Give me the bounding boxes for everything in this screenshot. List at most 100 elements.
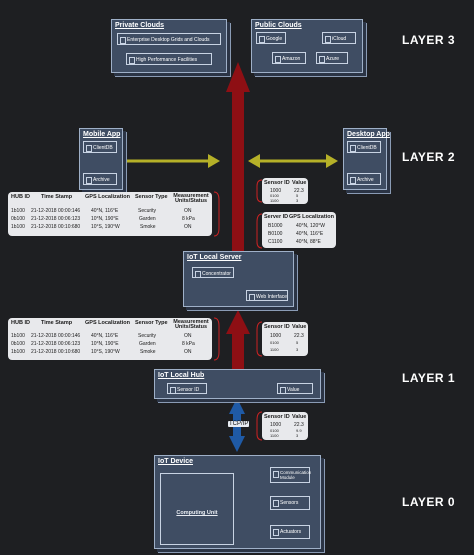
public-clouds-title: Public Clouds — [255, 22, 302, 29]
table-row: 1000 22.3 — [262, 422, 308, 430]
private-clouds-box[interactable]: Private Clouds Enterprise Desktop Grids … — [111, 19, 227, 73]
cell: 0b100 — [11, 341, 25, 347]
cell: 21-12-2018 00:00:146 — [31, 333, 81, 339]
header-cell: HUB ID — [11, 320, 30, 326]
cell: 5 — [296, 340, 299, 345]
header-cell: Sensor ID — [264, 414, 290, 420]
server-sensor-table: Sensor ID Value 1000 22.3 0100 5 1100 3 — [262, 178, 308, 204]
table-row: C1100 40°N, 88°E — [262, 239, 336, 247]
table-row: B0100 40°N, 116°E — [262, 231, 336, 239]
header-cell: Sensor Type — [135, 320, 168, 326]
public-clouds-box[interactable]: Public Clouds Google iCloud Amazon Azure — [251, 19, 363, 73]
cell: 22.3 — [294, 333, 304, 339]
header-cell: Server ID — [264, 214, 289, 220]
cell: Smoke — [140, 349, 156, 355]
table-row: 1100 3 — [262, 433, 308, 440]
iot-device-title: IoT Device — [158, 458, 194, 465]
table-row: B1000 40°N, 120°W — [262, 223, 336, 231]
mobile-app-box[interactable]: Mobile App ClientDB Archive — [79, 128, 123, 190]
cell: 21-12-2018 00:06:123 — [31, 216, 81, 222]
hub-sensor-id-component[interactable]: Sensor ID — [167, 383, 207, 394]
cell: 22.3 — [294, 422, 304, 428]
communication-module-component[interactable]: Communication Module — [270, 467, 311, 483]
layer-0-label: LAYER 0 — [402, 495, 456, 509]
local-server-title: IoT Local Server — [187, 254, 242, 261]
google-component[interactable]: Google — [256, 32, 286, 44]
cell: 1b100 — [11, 208, 25, 214]
cell: 0100 — [270, 193, 279, 198]
azure-component[interactable]: Azure — [316, 52, 348, 64]
local-hub-title: IoT Local Hub — [158, 372, 205, 379]
local-hub-box[interactable]: IoT Local Hub Sensor ID Value — [154, 369, 321, 399]
local-server-box[interactable]: IoT Local Server Concentrator Web Interf… — [183, 251, 294, 307]
desktop-app-box[interactable]: Desktop App ClientDB Archive — [343, 128, 390, 190]
cell: 1000 — [270, 188, 282, 194]
layer-2-label: LAYER 2 — [402, 150, 456, 164]
concentrator-component[interactable]: Concentrator — [192, 267, 234, 278]
mobile-clientdb-component[interactable]: ClientDB — [83, 141, 117, 153]
table-header-row: HUB ID Time Stamp GPS Localization Senso… — [8, 193, 212, 204]
cell: 22.3 — [294, 188, 304, 194]
iot-device-box[interactable]: IoT Device Computing Unit Communication … — [154, 455, 321, 549]
cell: 5 — [296, 193, 299, 198]
desktop-archive-component[interactable]: Archive — [347, 173, 381, 185]
layer-1-label: LAYER 1 — [402, 371, 456, 385]
table-row: 1000 22.3 — [262, 333, 308, 341]
cell: 1000 — [270, 422, 282, 428]
cell: 1b100 — [11, 333, 25, 339]
cell: C1100 — [268, 239, 283, 245]
table-row: 1b100 21-12-2018 00:10:680 10°S, 190°W S… — [8, 224, 212, 232]
header-cell: GPS Localization — [85, 320, 130, 326]
cell: 0100 — [270, 340, 279, 345]
layer-3-label: LAYER 3 — [402, 33, 456, 47]
cell: ON — [184, 224, 192, 230]
cell: 10°N, 190°E — [91, 216, 119, 222]
web-interface-component[interactable]: Web Interface — [246, 290, 288, 301]
mobile-archive-component[interactable]: Archive — [83, 173, 117, 185]
table-row: 1000 22.3 — [262, 188, 308, 196]
amazon-component[interactable]: Amazon — [272, 52, 306, 64]
header-cell: Measurement Units/Status — [173, 319, 209, 330]
computing-unit-component[interactable]: Computing Unit — [160, 473, 234, 545]
cell: 40°N, 120°W — [296, 223, 326, 229]
cell: 1000 — [270, 333, 282, 339]
table-row: 0100 9.9 — [262, 428, 308, 436]
cell: 40°N, 116°E — [91, 208, 119, 214]
enterprise-grids-component[interactable]: Enterprise Desktop Grids and Clouds — [117, 33, 221, 45]
table-header-row: Sensor ID Value — [262, 180, 308, 188]
cell: 1100 — [270, 433, 279, 438]
table-row: 0100 5 — [262, 340, 308, 348]
cell: Garden — [139, 216, 156, 222]
cell: 21-12-2018 00:00:146 — [31, 208, 81, 214]
table-row: 0b100 21-12-2018 00:06:123 10°N, 190°E G… — [8, 341, 212, 349]
cell: 21-12-2018 00:10:680 — [31, 224, 81, 230]
cell: ON — [184, 349, 192, 355]
hub-value-component[interactable]: Value — [277, 383, 313, 394]
header-cell: Time Stamp — [41, 320, 73, 326]
header-cell: Value — [292, 414, 307, 420]
cell: ON — [184, 333, 192, 339]
desktop-clientdb-component[interactable]: ClientDB — [347, 141, 381, 153]
actuators-component[interactable]: Actuators — [270, 525, 310, 539]
tcpip-label: TCP/IP — [228, 421, 250, 427]
icloud-component[interactable]: iCloud — [322, 32, 356, 44]
cell: B1000 — [268, 223, 283, 229]
header-cell: Time Stamp — [41, 194, 73, 200]
cell: 9.9 — [296, 428, 302, 433]
table-header-row: HUB ID Time Stamp GPS Localization Senso… — [8, 319, 212, 330]
cell: 10°S, 190°W — [91, 349, 120, 355]
cell: 1b100 — [11, 224, 25, 230]
table-row: 0b100 21-12-2018 00:06:123 10°N, 190°E G… — [8, 216, 212, 224]
private-clouds-title: Private Clouds — [115, 22, 165, 29]
cell: Smoke — [140, 224, 156, 230]
cell: 3 — [296, 198, 299, 203]
cell: 3 — [296, 347, 299, 352]
desktop-app-title: Desktop App — [347, 131, 390, 138]
table-row: 1b100 21-12-2018 00:00:146 40°N, 116°E S… — [8, 208, 212, 216]
computing-unit-label: Computing Unit — [176, 510, 218, 516]
hpc-facilities-component[interactable]: High Performance Facilities — [126, 53, 212, 65]
header-cell: Sensor ID — [264, 180, 290, 186]
cell: 10°N, 190°E — [91, 341, 119, 347]
sensors-component[interactable]: Sensors — [270, 496, 310, 510]
cell: 8 kPa — [182, 216, 195, 222]
